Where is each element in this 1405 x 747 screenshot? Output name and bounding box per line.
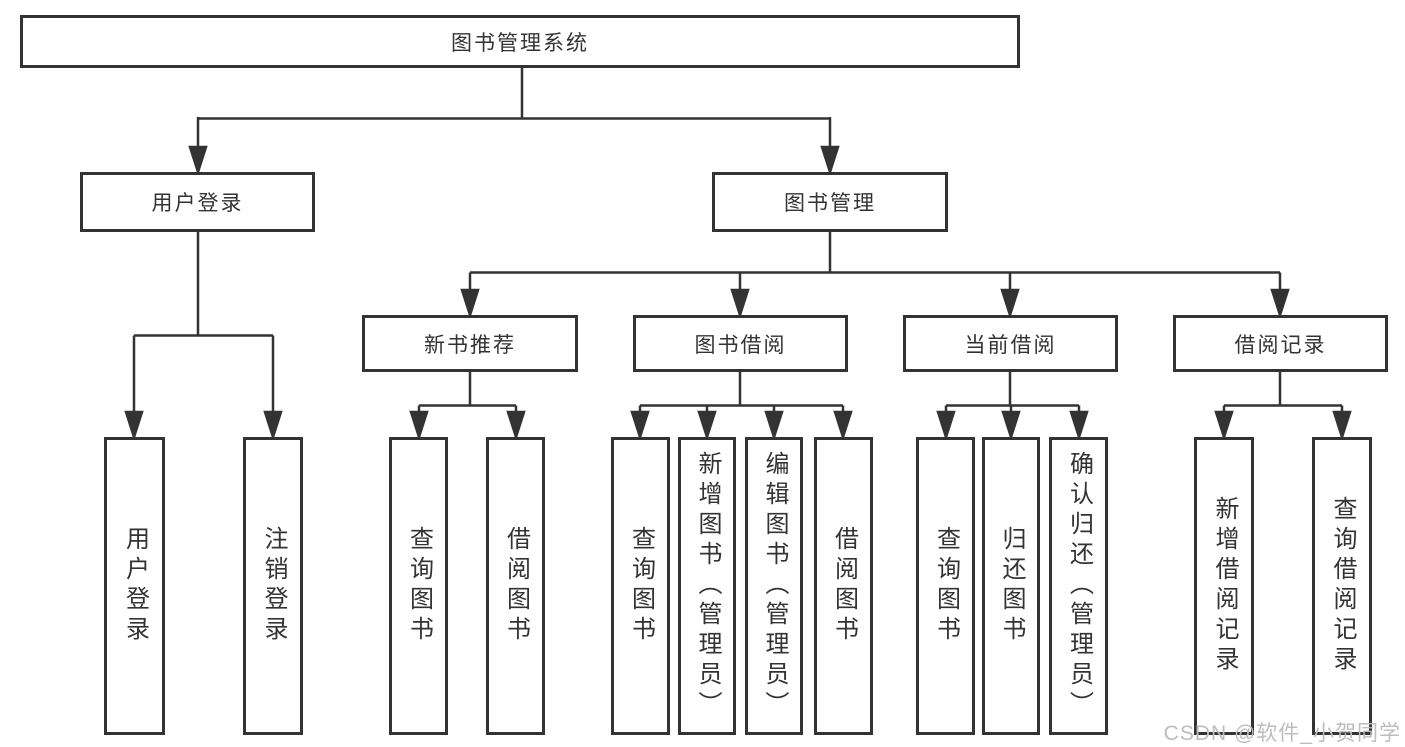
arrowhead <box>630 410 650 442</box>
leaf-logout: 注销登录 <box>243 437 303 735</box>
node-borrow-record: 借阅记录 <box>1173 315 1388 372</box>
node-borrow-record-label: 借阅记录 <box>1234 333 1327 357</box>
leaf-add-borrow-record-label: 新增借阅记录 <box>1211 496 1238 676</box>
leaf-query-borrow-record-label: 查询借阅记录 <box>1329 496 1356 676</box>
leaf-edit-books-admin: 编辑图书（管理员） <box>745 437 803 735</box>
node-current-borrow: 当前借阅 <box>903 315 1118 372</box>
arrowhead <box>820 145 840 177</box>
leaf-query-books-3-label: 查询图书 <box>932 526 960 646</box>
leaf-user-login-label: 用户登录 <box>121 526 149 646</box>
arrowhead <box>1332 410 1352 442</box>
leaf-borrow-books-2-label: 借阅图书 <box>830 526 858 646</box>
connector-book-borrow-to-leaves <box>630 372 853 442</box>
node-new-book-recommend: 新书推荐 <box>362 315 578 372</box>
arrowhead <box>936 410 956 442</box>
arrowhead <box>188 145 208 177</box>
leaf-return-books: 归还图书 <box>982 437 1040 735</box>
node-book-management: 图书管理 <box>712 172 948 232</box>
leaf-add-borrow-record: 新增借阅记录 <box>1194 437 1254 735</box>
arrowhead <box>1000 288 1020 320</box>
connector-borrow-record-to-leaves <box>1214 372 1352 442</box>
leaf-borrow-books-label: 借阅图书 <box>502 526 530 646</box>
arrowhead <box>764 410 784 442</box>
connector-book-mgmt-to-level3 <box>460 232 1290 320</box>
leaf-return-books-label: 归还图书 <box>998 526 1025 646</box>
connector-user-login-to-leaves <box>124 232 283 442</box>
leaf-query-books-label: 查询图书 <box>405 526 433 646</box>
arrowhead <box>460 288 480 320</box>
arrowhead <box>1001 410 1021 442</box>
leaf-query-books-2-label: 查询图书 <box>627 526 655 646</box>
node-user-login-label: 用户登录 <box>151 192 244 215</box>
arrowhead <box>1069 410 1089 442</box>
leaf-add-books-admin: 新增图书（管理员） <box>678 437 736 735</box>
arrowhead <box>697 410 717 442</box>
node-user-login: 用户登录 <box>80 172 315 232</box>
connector-current-borrow-to-leaves <box>936 372 1089 442</box>
arrowhead <box>263 410 283 442</box>
node-book-borrow-label: 图书借阅 <box>694 333 787 357</box>
leaf-user-login: 用户登录 <box>104 437 165 735</box>
leaf-edit-books-admin-label: 编辑图书（管理员） <box>761 451 788 721</box>
leaf-confirm-return-admin-label: 确认归还（管理员） <box>1065 451 1093 721</box>
arrowhead <box>1214 410 1234 442</box>
arrowhead <box>124 410 144 442</box>
arrowhead <box>506 410 526 442</box>
leaf-borrow-books-2: 借阅图书 <box>814 437 873 735</box>
node-new-book-recommend-label: 新书推荐 <box>424 333 516 357</box>
connector-new-book-to-leaves <box>409 372 526 442</box>
node-current-borrow-label: 当前借阅 <box>964 333 1057 357</box>
node-book-borrow: 图书借阅 <box>633 315 848 372</box>
arrowhead <box>1270 288 1290 320</box>
leaf-borrow-books: 借阅图书 <box>486 437 545 735</box>
connector-root-to-level2 <box>188 68 840 177</box>
leaf-logout-label: 注销登录 <box>260 526 287 646</box>
arrowhead <box>833 410 853 442</box>
node-root-system: 图书管理系统 <box>20 15 1020 68</box>
arrowhead <box>409 410 429 442</box>
leaf-query-borrow-record: 查询借阅记录 <box>1312 437 1372 735</box>
leaf-query-books: 查询图书 <box>389 437 448 735</box>
node-root-label: 图书管理系统 <box>451 31 589 55</box>
leaf-query-books-2: 查询图书 <box>611 437 670 735</box>
leaf-confirm-return-admin: 确认归还（管理员） <box>1049 437 1108 735</box>
leaf-query-books-3: 查询图书 <box>916 437 975 735</box>
arrowhead <box>730 288 750 320</box>
node-book-management-label: 图书管理 <box>784 192 876 215</box>
leaf-add-books-admin-label: 新增图书（管理员） <box>694 451 721 721</box>
csdn-watermark: CSDN @软件_小贺同学 <box>1163 722 1401 745</box>
